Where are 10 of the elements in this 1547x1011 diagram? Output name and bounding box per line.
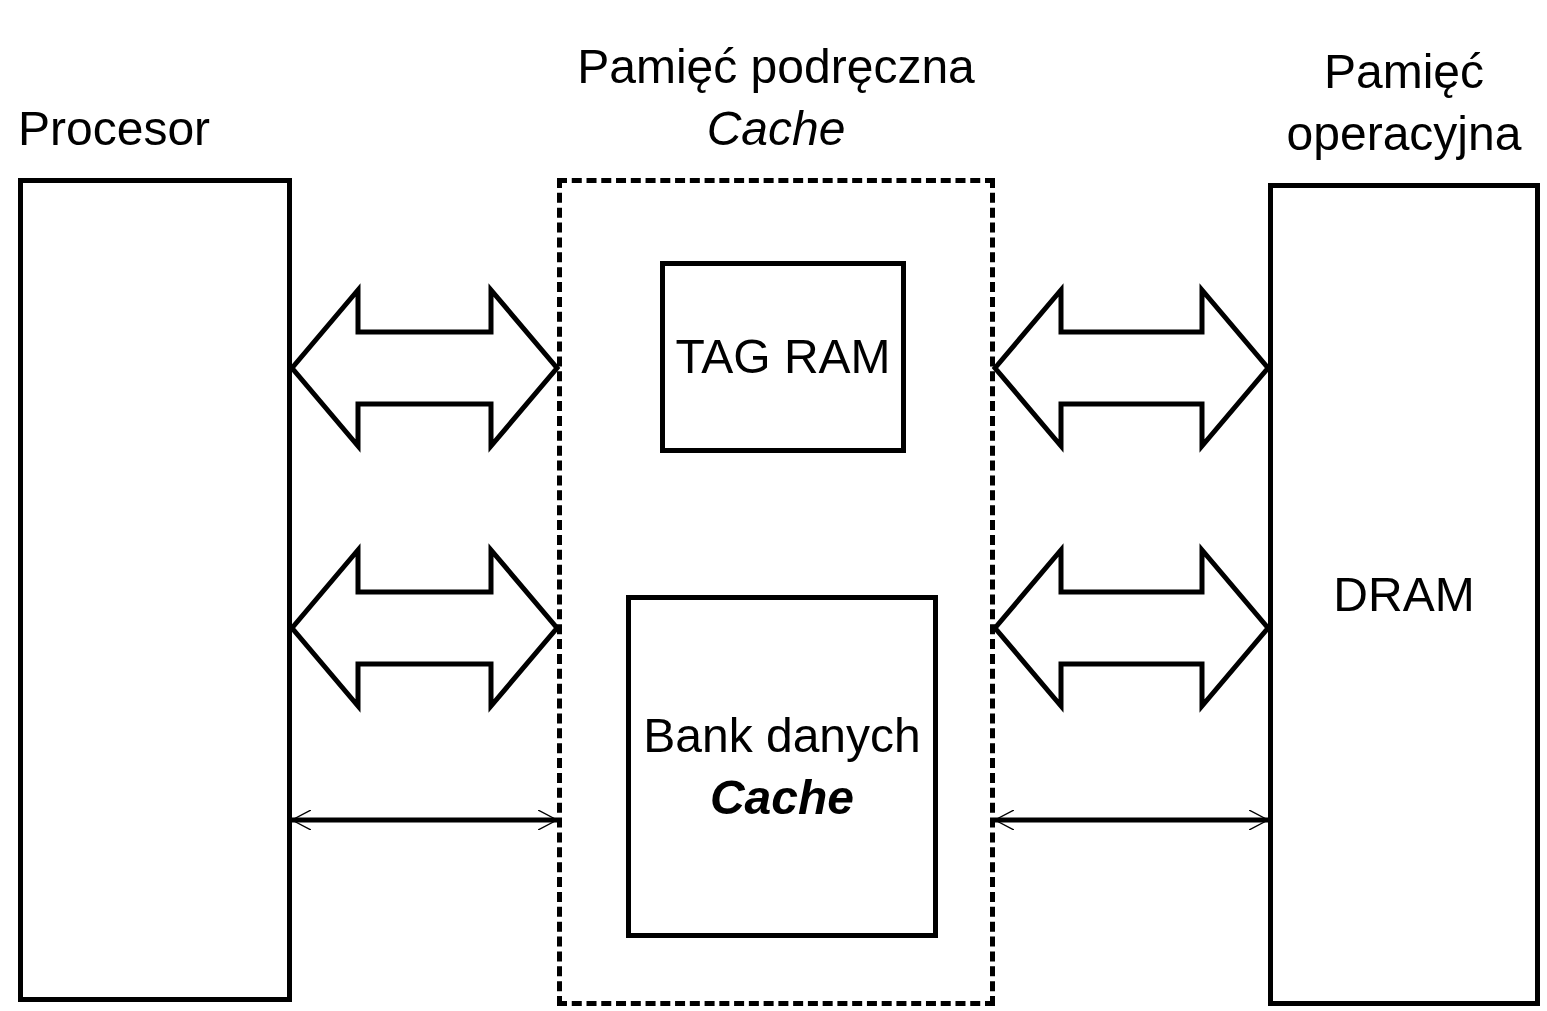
arrow <box>994 809 1269 831</box>
block-label: DRAM <box>1333 566 1475 623</box>
block-heading: Procesor <box>18 101 211 157</box>
memory-block <box>626 595 938 938</box>
block-label: Bank danych Cache <box>642 707 922 826</box>
block-heading: Pamięć operacyjna <box>1285 44 1523 162</box>
block-label: TAG RAM <box>675 329 891 385</box>
arrow <box>291 809 558 831</box>
memory-block <box>660 261 906 453</box>
block-heading: Pamięć podręczna Cache <box>576 39 976 157</box>
